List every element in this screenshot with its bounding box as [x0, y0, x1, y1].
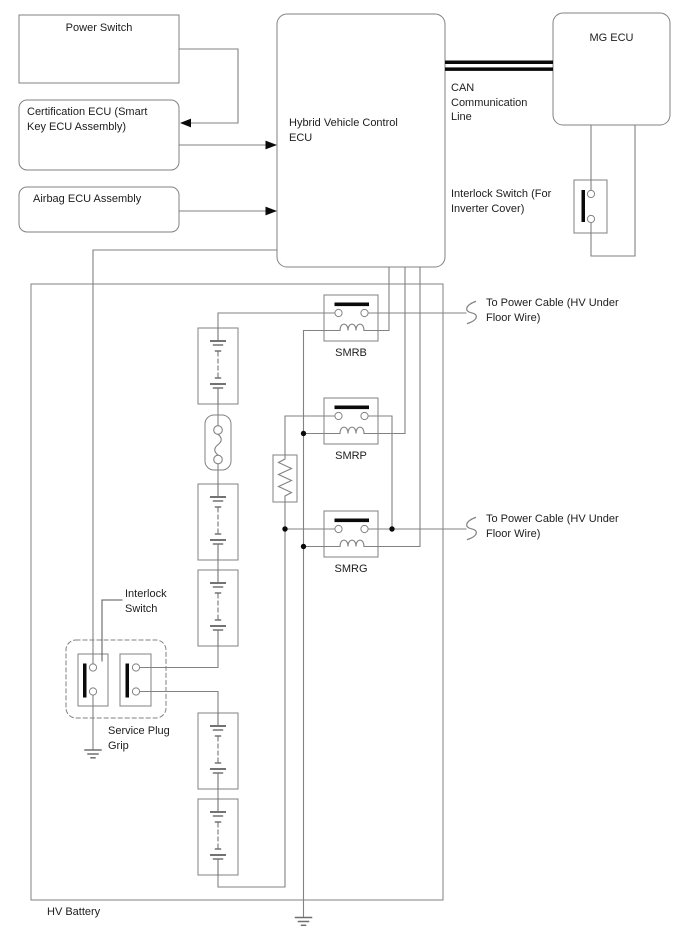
junction-dot	[300, 543, 307, 550]
airbag-ecu-box	[18, 186, 180, 233]
wire-service-plug-to-pack4	[135, 690, 219, 714]
service-plug-grip-label: Service Plug Grip	[108, 725, 170, 752]
smrg-relay-box	[323, 510, 379, 558]
service-plug-grip-outline	[65, 639, 167, 719]
switch-blade-icon	[83, 663, 87, 698]
relay-contact-bar	[334, 518, 369, 523]
arrow-right-icon	[265, 140, 277, 150]
battery-cell-icon	[210, 569, 226, 647]
cable-break-icon	[466, 516, 477, 541]
power-switch-label: Power Switch	[65, 22, 133, 34]
ground-icon	[84, 749, 102, 759]
can-line-label: CAN Communication Line	[451, 82, 528, 123]
smrb-label: SMRB	[335, 347, 367, 359]
ground-icons	[84, 749, 313, 927]
smrb-relay-symbol	[334, 302, 369, 332]
wires-group	[92, 48, 636, 918]
wire-coil-ground-line	[302, 329, 341, 918]
service-plug-switch-box	[119, 653, 152, 707]
junction-dot	[282, 526, 288, 532]
junction-dot	[389, 526, 395, 532]
switch-blade-icon	[125, 663, 129, 698]
hv-control-ecu-label: Hybrid Vehicle Control ECU	[289, 117, 398, 144]
airbag-ecu-label: Airbag ECU Assembly	[33, 193, 142, 205]
relay-contact-bar	[334, 405, 369, 410]
wire-smrg-coil-to-ecu	[363, 266, 421, 548]
switch-blade-icon	[581, 190, 585, 222]
battery-cell-icon	[210, 483, 226, 561]
battery-cell-icon	[210, 712, 226, 790]
relay-coil-icon	[339, 539, 365, 548]
resistor-icon	[277, 454, 293, 503]
arrow-left-icon	[180, 118, 191, 128]
relay-boxes	[323, 294, 379, 558]
junction-dot	[300, 430, 307, 437]
battery-cell-icons	[210, 327, 226, 876]
cable-break-icons	[466, 300, 477, 541]
wire-battery-negative-return	[217, 528, 286, 888]
smrp-label: SMRP	[335, 450, 367, 462]
wire-smrb-coil-to-ecu	[363, 266, 390, 332]
arrowheads	[180, 118, 277, 216]
battery-cell-icon	[210, 327, 226, 405]
hv-control-ecu-box	[276, 13, 446, 268]
switch-blades	[83, 189, 596, 698]
to-power-cable-top-label: To Power Cable (HV Under Floor Wire)	[486, 297, 619, 324]
hv-battery-label: HV Battery	[47, 906, 101, 918]
relay-coil-icon	[339, 426, 365, 435]
smrp-relay-box	[323, 397, 379, 445]
smrg-relay-symbol	[334, 518, 369, 548]
battery-cell-icon	[210, 798, 226, 876]
wire-smrp-to-resistor	[284, 415, 340, 456]
certification-ecu-label: Certification ECU (Smart Key ECU Assembl…	[27, 106, 148, 133]
mg-ecu-label: MG ECU	[589, 32, 634, 44]
resistor-box	[272, 454, 298, 503]
fuse-icon	[213, 425, 223, 465]
inverter-interlock-label: Interlock Switch (For Inverter Cover)	[451, 188, 552, 215]
wire-battery-to-smrb	[217, 312, 340, 329]
smrg-label: SMRG	[334, 563, 368, 575]
wire-power-to-certification	[178, 48, 239, 124]
mg-ecu-box	[552, 12, 671, 126]
wire-mgecu-to-interlock-bottom	[590, 124, 636, 257]
interlock-label-leader	[101, 599, 123, 662]
wire-smrp-coil-to-ecu	[363, 266, 406, 435]
to-power-cable-bottom-label: To Power Cable (HV Under Floor Wire)	[486, 513, 619, 540]
certification-ecu-box	[18, 99, 180, 171]
hv-battery-box	[30, 283, 444, 901]
cable-break-icon	[466, 300, 477, 325]
wire-pack3-to-service-plug	[135, 645, 219, 669]
smrp-relay-symbol	[334, 405, 369, 435]
arrow-right-icon	[265, 206, 277, 216]
smrb-relay-box	[323, 294, 379, 342]
ground-icon	[294, 916, 313, 927]
wire-ecu-to-battery-interlock	[92, 249, 278, 669]
junction-dots	[282, 430, 395, 550]
can-bus-icon	[445, 60, 553, 71]
relay-coil-icon	[339, 323, 365, 332]
wire-smrp-to-smrg-link	[363, 415, 393, 530]
battery-interlock-label: Interlock Switch	[125, 588, 167, 615]
relay-contact-bar	[334, 302, 369, 307]
